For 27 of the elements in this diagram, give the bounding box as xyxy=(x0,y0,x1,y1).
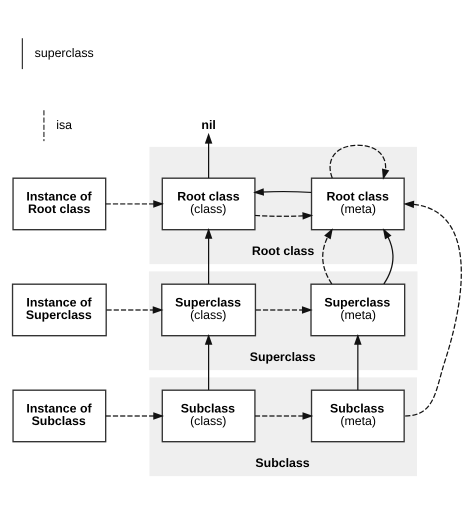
arrow xyxy=(253,188,312,196)
node-box: Instance of Subclass xyxy=(12,390,106,442)
arrow xyxy=(382,228,394,284)
arrow xyxy=(106,412,164,420)
node-box: Superclass (meta) xyxy=(310,284,406,336)
arrow xyxy=(322,228,333,284)
node-text: nil xyxy=(201,118,216,132)
arrow xyxy=(354,334,362,390)
node-box: Subclass (meta) xyxy=(310,390,405,442)
legend-label: isa xyxy=(56,118,72,132)
node-box: Instance of Root class xyxy=(12,178,106,230)
arrow xyxy=(106,200,164,208)
arrow xyxy=(204,334,212,390)
node-box: Superclass (class) xyxy=(161,284,256,336)
arrow xyxy=(256,306,313,314)
arrow xyxy=(204,132,212,178)
node-box: Subclass (class) xyxy=(162,390,256,442)
node-box: Instance of Superclass xyxy=(12,284,107,336)
node-box: Root class (class) xyxy=(162,178,256,230)
arrow xyxy=(403,200,462,417)
node-box: Root class (meta) xyxy=(310,178,405,230)
legend-label: superclass xyxy=(34,46,94,60)
arrow xyxy=(254,212,314,220)
arrow xyxy=(330,144,390,180)
arrow xyxy=(106,306,164,314)
arrow xyxy=(255,412,314,420)
arrow xyxy=(204,228,212,284)
